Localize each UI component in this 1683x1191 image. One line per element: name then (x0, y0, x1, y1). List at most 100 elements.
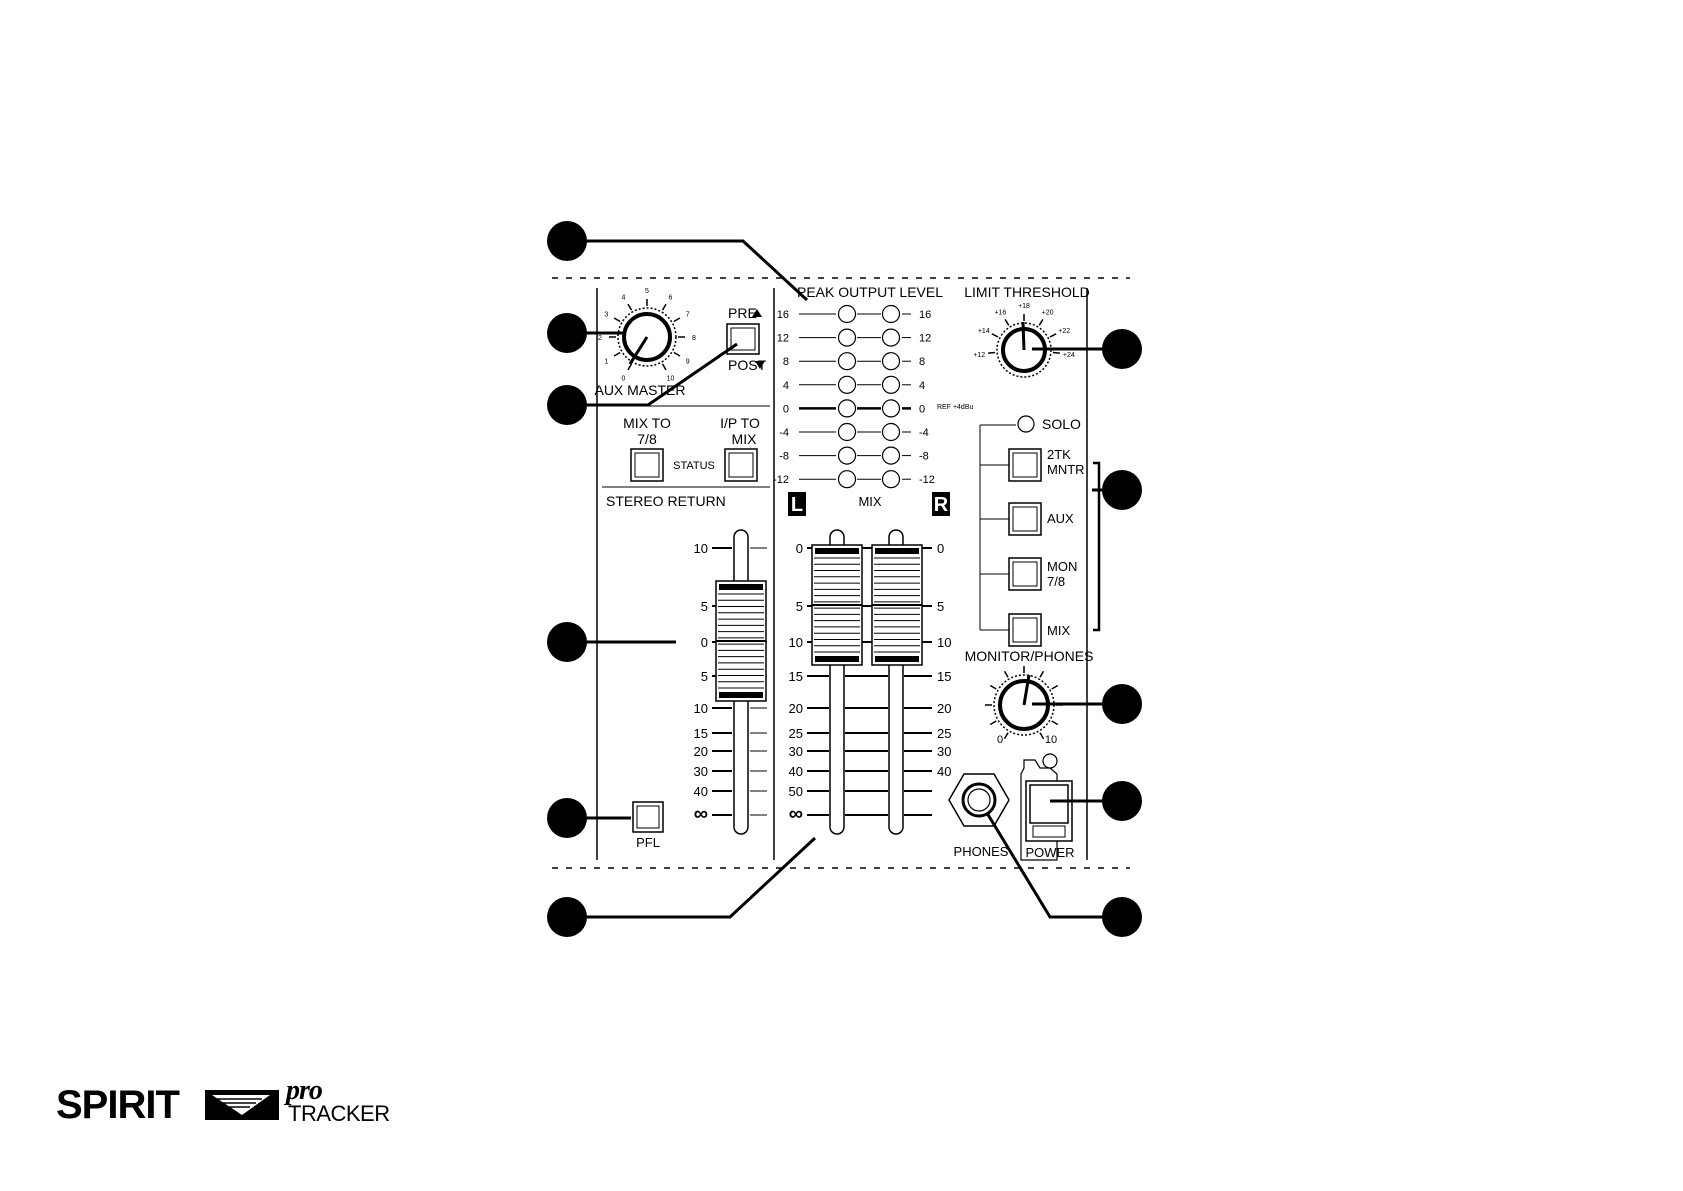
pre-arrow-icon (752, 309, 762, 317)
callout-marker-10 (1102, 781, 1142, 821)
phones-label: PHONES (954, 844, 1009, 859)
mix-left-fader-cap[interactable] (811, 544, 863, 666)
callout-marker-2 (547, 313, 587, 353)
monitor-phones-max-label: 10 (1045, 734, 1057, 746)
monitor-mon78-button[interactable] (1008, 557, 1042, 591)
logo-brand: SPIRIT (56, 1083, 180, 1127)
limit-threshold-scale-label: +20 (1042, 310, 1054, 317)
stereo-return-scale-label: 10 (694, 541, 708, 556)
callout-marker-3 (547, 385, 587, 425)
peak-scale-right-label: -4 (919, 427, 929, 439)
mix-scale-left-label: 0 (796, 541, 803, 556)
monitor-aux-button[interactable] (1008, 502, 1042, 536)
aux-master-scale-label: 9 (686, 359, 690, 366)
aux-master-scale-tick (627, 303, 633, 311)
aux-master-scale-label: 6 (669, 294, 673, 301)
aux-master-scale-tick (613, 351, 621, 357)
mix-scale-left-label: 50 (789, 784, 803, 799)
peak-output-level-title: PEAK OUTPUT LEVEL (797, 284, 943, 300)
phones-power-section: PHONES POWER (948, 753, 1075, 861)
peak-scale-left-label: 0 (783, 403, 789, 415)
mix-scale-right-label: 10 (937, 635, 951, 650)
peak-scale-left-label: -12 (773, 474, 789, 486)
limit-threshold-scale-label: +12 (973, 352, 985, 359)
peak-scale-right-label: -8 (919, 451, 929, 463)
monitor-phones-scale-tick (1003, 670, 1009, 678)
limit-threshold-scale-label: +22 (1058, 328, 1070, 335)
monitor-phones-scale-tick (1039, 732, 1045, 740)
callout-marker-1 (547, 221, 587, 261)
limit-threshold-scale-tick (991, 333, 999, 338)
monitor-2tk-label-2: MNTR (1047, 462, 1085, 477)
stereo-return-scale-label: 0 (701, 635, 708, 650)
aux-master-scale-label: 4 (622, 294, 626, 301)
peak-led-left (837, 328, 857, 347)
power-label: POWER (1025, 845, 1074, 860)
power-switch[interactable] (1025, 780, 1073, 842)
mix-scale-left-label: 5 (796, 599, 803, 614)
mix-right-fader-cap[interactable] (871, 544, 923, 666)
fader-cap-band (875, 656, 919, 662)
monitor-mix-button[interactable] (1008, 613, 1042, 647)
mix-to-78-button[interactable] (630, 448, 664, 482)
monitor-2tk-button[interactable] (1008, 448, 1042, 482)
limit-threshold-section: LIMIT THRESHOLD +12 +14 +16 +18 +20 +22 +24 (964, 284, 1090, 378)
aux-master-scale-tick (613, 317, 621, 323)
peak-scale-right-label: 4 (919, 380, 925, 392)
peak-scale-left-label: 4 (783, 380, 789, 392)
stereo-return-label: STEREO RETURN (606, 493, 726, 509)
stereo-return-scale-label: 5 (701, 669, 708, 684)
peak-led-right (881, 446, 901, 465)
peak-led-right (881, 422, 901, 442)
peak-led-left (837, 304, 857, 324)
peak-scale-left-label: 12 (777, 333, 789, 345)
mix-scale-right-label: 0 (937, 541, 944, 556)
ip-to-mix-label: I/P TO (720, 415, 760, 431)
mix-scale-right-label: 20 (937, 701, 951, 716)
peak-led-right (881, 470, 901, 489)
mix-left-label: L (791, 494, 803, 516)
limit-threshold-scale: +12 +14 +16 +18 +20 +22 +24 (973, 303, 1075, 359)
mix-scale-left-label: 10 (789, 635, 803, 650)
monitor-2tk-label: 2TK (1047, 447, 1071, 462)
fader-cap-band (719, 692, 763, 698)
mix-scale-left-label: 20 (789, 701, 803, 716)
monitor-mon78-label: MON (1047, 559, 1077, 574)
aux-master-scale-label: 8 (692, 335, 696, 342)
mix-scale-left-label: 25 (789, 726, 803, 741)
limit-threshold-scale-label: +24 (1063, 352, 1075, 359)
limit-threshold-scale-label: +18 (1018, 303, 1030, 310)
callout-marker-6 (547, 897, 587, 937)
peak-led-right (881, 399, 901, 418)
solo-label: SOLO (1042, 416, 1081, 432)
limit-threshold-scale-label: +16 (994, 310, 1006, 317)
callout-marker-9 (1102, 684, 1142, 724)
monitor-bus-lines (979, 424, 1016, 631)
fader-cap-band (875, 548, 919, 554)
limit-threshold-title: LIMIT THRESHOLD (964, 284, 1090, 300)
peak-scale-left-label: 8 (783, 356, 789, 368)
fader-cap-band (719, 584, 763, 590)
mix-right-label: R (934, 494, 949, 516)
panel-frame (552, 277, 1130, 869)
fader-cap-band (815, 548, 859, 554)
mix-scale-right-label: 5 (937, 599, 944, 614)
mix-scale-right-label: 30 (937, 744, 951, 759)
stereo-return-fader-cap[interactable] (715, 580, 767, 702)
stereo-return-scale-label: ∞ (694, 803, 708, 825)
limit-threshold-scale-label: +14 (978, 328, 990, 335)
aux-master-knob-pointer (628, 336, 649, 365)
ip-to-mix-button[interactable] (724, 448, 758, 482)
stereo-return-scale-label: 15 (694, 726, 708, 741)
peak-scale-left-label: 16 (777, 309, 789, 321)
pfl-button[interactable] (632, 801, 664, 833)
stereo-return-scale-label: 40 (694, 784, 708, 799)
mix-scale-left-label: 40 (789, 764, 803, 779)
peak-led-left (837, 470, 857, 489)
mix-scale-right-label: 40 (937, 764, 951, 779)
